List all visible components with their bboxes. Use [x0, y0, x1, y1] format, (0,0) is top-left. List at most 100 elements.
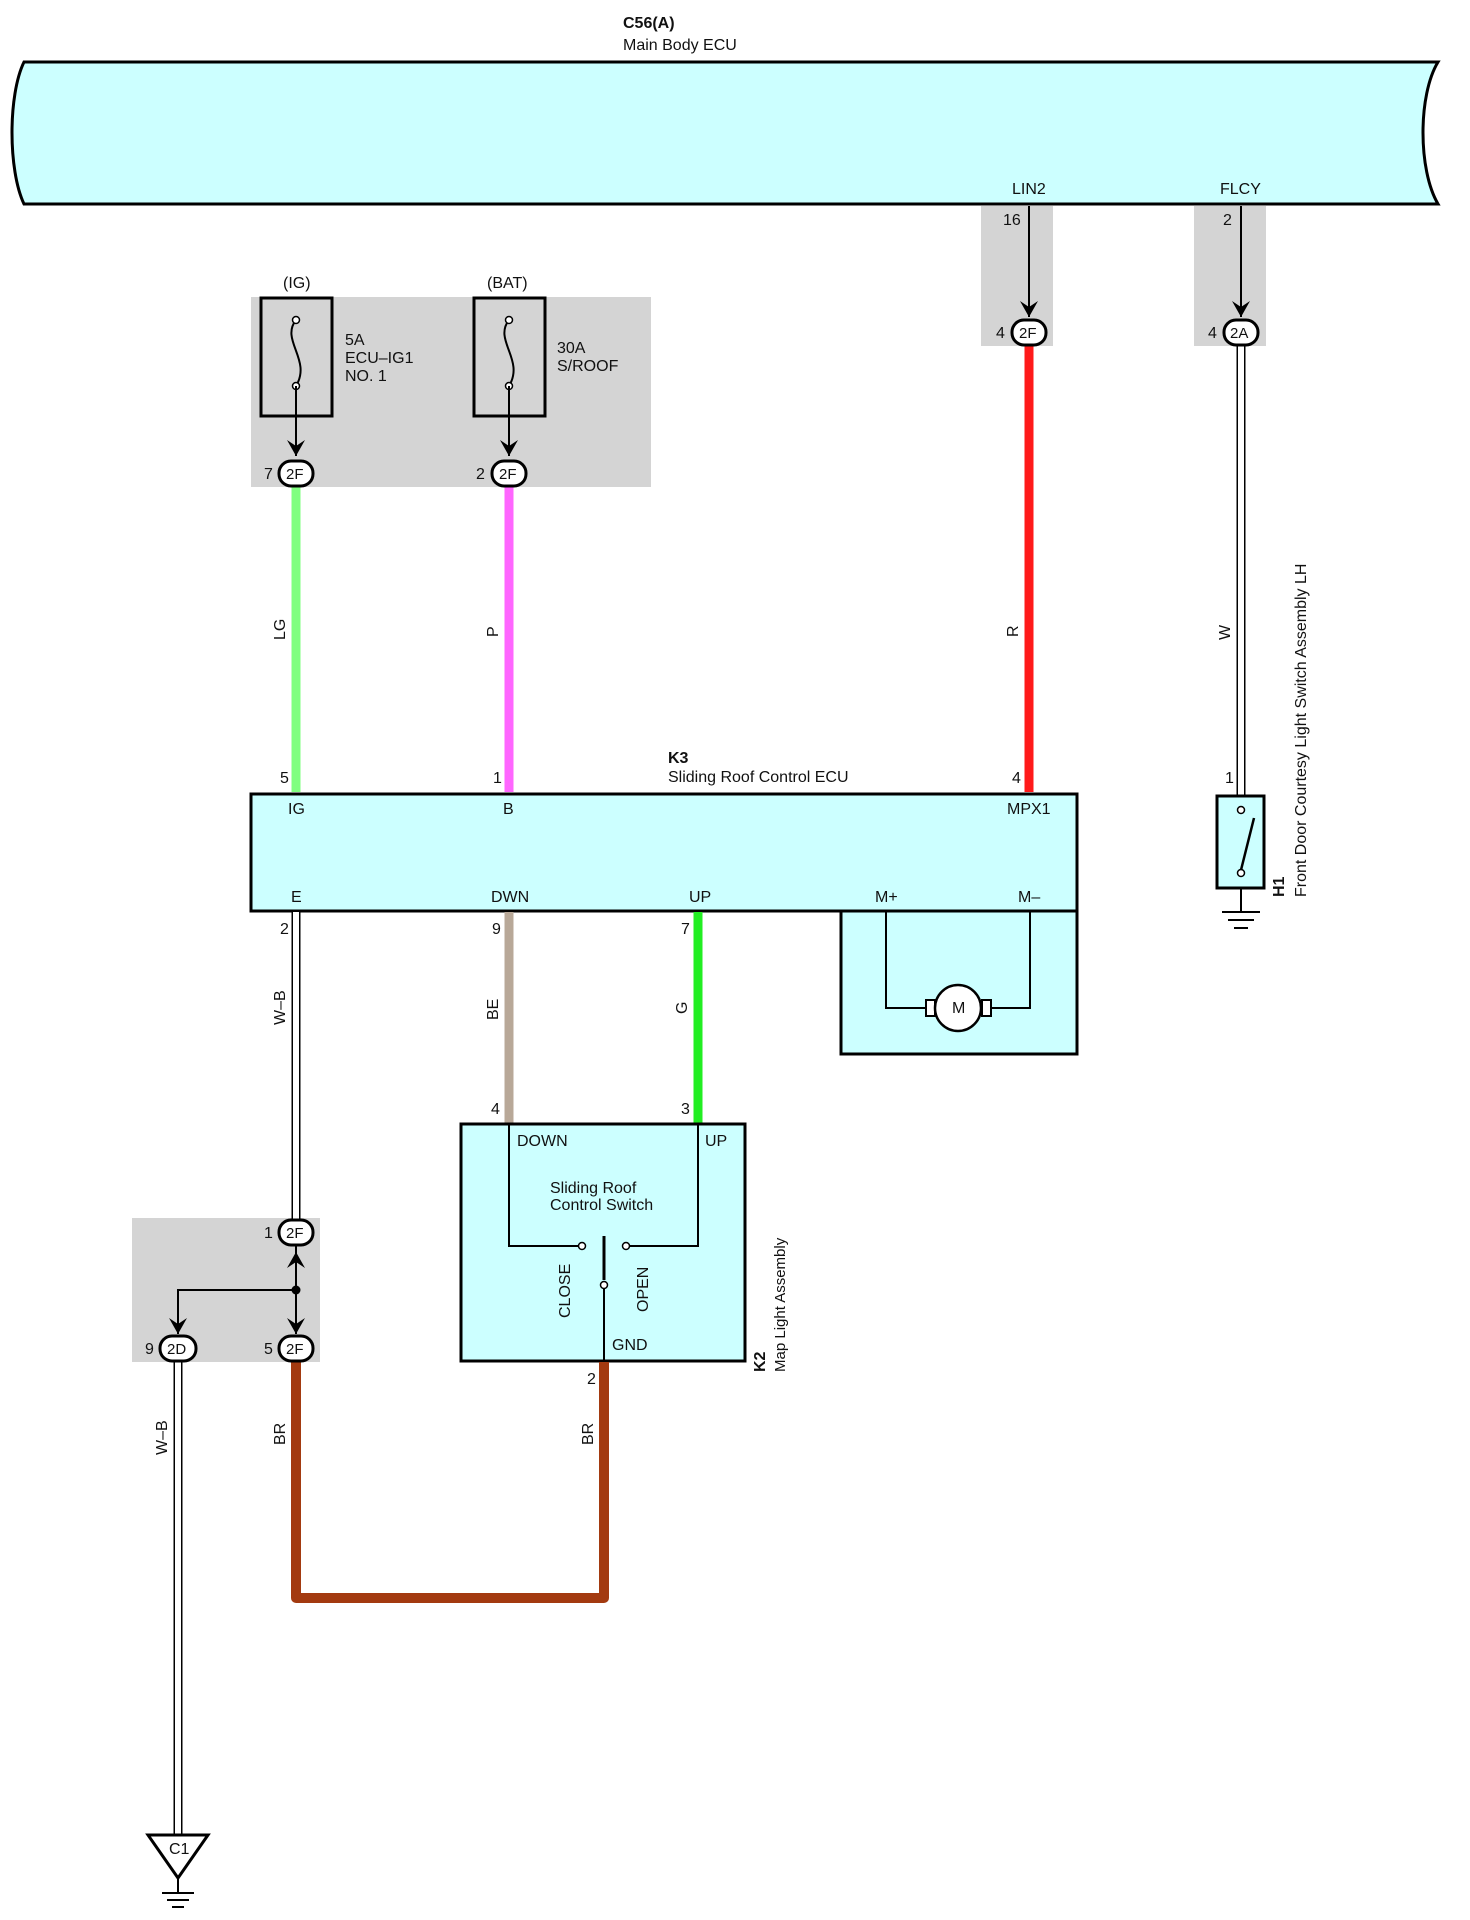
connector-2a-4-pin: 4	[1208, 325, 1217, 342]
k3-pin-ig: IG	[288, 801, 305, 818]
main-ecu-pin-flcy-num: 2	[1223, 212, 1232, 229]
k2-pin-down: DOWN	[517, 1133, 568, 1150]
wire-label-wb1: W–B	[272, 990, 289, 1025]
k3-pin-mpx1: MPX1	[1007, 801, 1051, 818]
k2-down-lead	[508, 1124, 580, 1247]
k3-pin-up-num: 7	[681, 921, 690, 938]
wire-label-w: W	[1217, 624, 1234, 640]
main-ecu-pin-lin2-num: 16	[1003, 212, 1021, 229]
fuse-bat-rating: 30A	[557, 340, 586, 357]
fuse-bat-name1: S/ROOF	[557, 358, 619, 375]
connector-2f-7-id: 2F	[286, 466, 304, 483]
k3-pin-e: E	[291, 889, 302, 906]
k3-pin-mpx1-num: 4	[1012, 770, 1021, 787]
k2-contact-open	[621, 1241, 631, 1251]
k2-switch-line2: Control Switch	[550, 1197, 653, 1214]
connector-2f-5: 2F 5	[264, 1334, 315, 1363]
k3-pin-mminus: M–	[1018, 889, 1040, 906]
connector-2f-2-pin: 2	[476, 466, 485, 483]
ground-c1-code: C1	[169, 1841, 190, 1858]
k3-pin-e-num: 2	[280, 921, 289, 938]
wire-br-loop	[291, 1362, 609, 1603]
k3-pin-dwn-num: 9	[492, 921, 501, 938]
connector-2d-9-id: 2D	[167, 1341, 186, 1358]
k3-name: Sliding Roof Control ECU	[668, 769, 849, 786]
motor-lead-right	[982, 911, 1031, 1009]
motor-label: M	[952, 1000, 965, 1017]
k2-up-lead	[628, 1124, 699, 1247]
connector-2d-9-pin: 9	[145, 1341, 154, 1358]
k2-pin-up-num: 3	[681, 1101, 690, 1118]
k2-open: OPEN	[635, 1267, 652, 1312]
k2-pin-down-num: 4	[491, 1101, 500, 1118]
fuse-ig-name1: ECU–IG1	[345, 350, 414, 367]
k3-pin-b-num: 1	[493, 770, 502, 787]
motor-brush-left	[925, 999, 936, 1017]
connector-2f-2: 2F 2	[476, 459, 528, 488]
fuse-ig-source: (IG)	[283, 275, 311, 292]
split-lead-2d	[177, 1289, 296, 1334]
connector-2f-2-id: 2F	[499, 466, 517, 483]
fuse-ig-name2: NO. 1	[345, 368, 387, 385]
h1-code: H1	[1271, 876, 1288, 897]
fuse-ig-rating: 5A	[345, 332, 365, 349]
k2-close: CLOSE	[557, 1264, 574, 1318]
h1-contact-bottom	[1236, 868, 1246, 878]
k2-pin-up: UP	[705, 1133, 727, 1150]
wire-label-wb2: W–B	[154, 1420, 171, 1455]
connector-2f-5-pin: 5	[264, 1341, 273, 1358]
k2-name: Map Light Assembly	[772, 1237, 789, 1372]
k2-contact-close	[577, 1241, 587, 1251]
wire-label-p: P	[485, 626, 502, 637]
motor-brush-right	[981, 999, 992, 1017]
connector-2f-4-id: 2F	[1019, 325, 1037, 342]
k2-switch-pivot	[599, 1280, 609, 1290]
connector-2a-4: 2A 4	[1208, 318, 1260, 347]
wire-label-br1: BR	[272, 1423, 289, 1445]
main-ecu-box	[10, 60, 1441, 206]
main-ecu-pin-lin2: LIN2	[1012, 181, 1046, 198]
fuse-ig-terminal-top	[291, 315, 301, 325]
connector-2f-7-pin: 7	[264, 466, 273, 483]
arrow-split-up-icon	[287, 1252, 305, 1268]
arrow-lin2-icon	[1020, 301, 1038, 317]
wire-label-r: R	[1005, 625, 1022, 637]
h1-name: Front Door Courtesy Light Switch Assembl…	[1293, 564, 1310, 897]
arrow-ig-icon	[287, 440, 305, 456]
k3-pin-up: UP	[689, 889, 711, 906]
arrow-bat-icon	[500, 440, 518, 456]
motor-icon	[933, 983, 983, 1033]
fuse-bat-symbol	[503, 319, 515, 387]
wire-label-be: BE	[485, 999, 502, 1020]
motor-lead-left	[885, 911, 935, 1009]
connector-2f-5-id: 2F	[286, 1341, 304, 1358]
connector-2d-9: 2D 9	[145, 1334, 198, 1363]
k2-pin-gnd: GND	[612, 1337, 648, 1354]
h1-pin-num: 1	[1225, 770, 1234, 787]
connector-2f-4-pin: 4	[996, 325, 1005, 342]
main-ecu-pin-flcy: FLCY	[1220, 181, 1261, 198]
motor-box	[839, 909, 1079, 1056]
connector-2f-1-pin: 1	[264, 1225, 273, 1242]
arrow-flcy-icon	[1232, 301, 1250, 317]
k3-box	[249, 792, 1079, 913]
main-ecu-name: Main Body ECU	[623, 37, 737, 54]
main-ecu-code: C56(A)	[623, 15, 675, 32]
k2-pin-gnd-num: 2	[587, 1371, 596, 1388]
k2-code: K2	[752, 1351, 769, 1372]
wire-label-g: G	[674, 1002, 691, 1014]
ground-c1-triangle	[145, 1833, 211, 1881]
connector-2f-4: 2F 4	[996, 318, 1048, 347]
wire-label-lg: LG	[272, 619, 289, 640]
k3-pin-mplus: M+	[875, 889, 898, 906]
h1-contact-top	[1236, 805, 1246, 815]
connector-2f-1: 2F 1	[264, 1218, 315, 1247]
junction-block-fuses	[251, 297, 651, 487]
k3-pin-dwn: DWN	[491, 889, 529, 906]
k2-switch-line1: Sliding Roof	[550, 1180, 637, 1197]
fuse-bat-source: (BAT)	[487, 275, 528, 292]
k3-pin-ig-num: 5	[280, 770, 289, 787]
arrow-2d-down-icon	[169, 1318, 187, 1334]
connector-2f-1-id: 2F	[286, 1225, 304, 1242]
